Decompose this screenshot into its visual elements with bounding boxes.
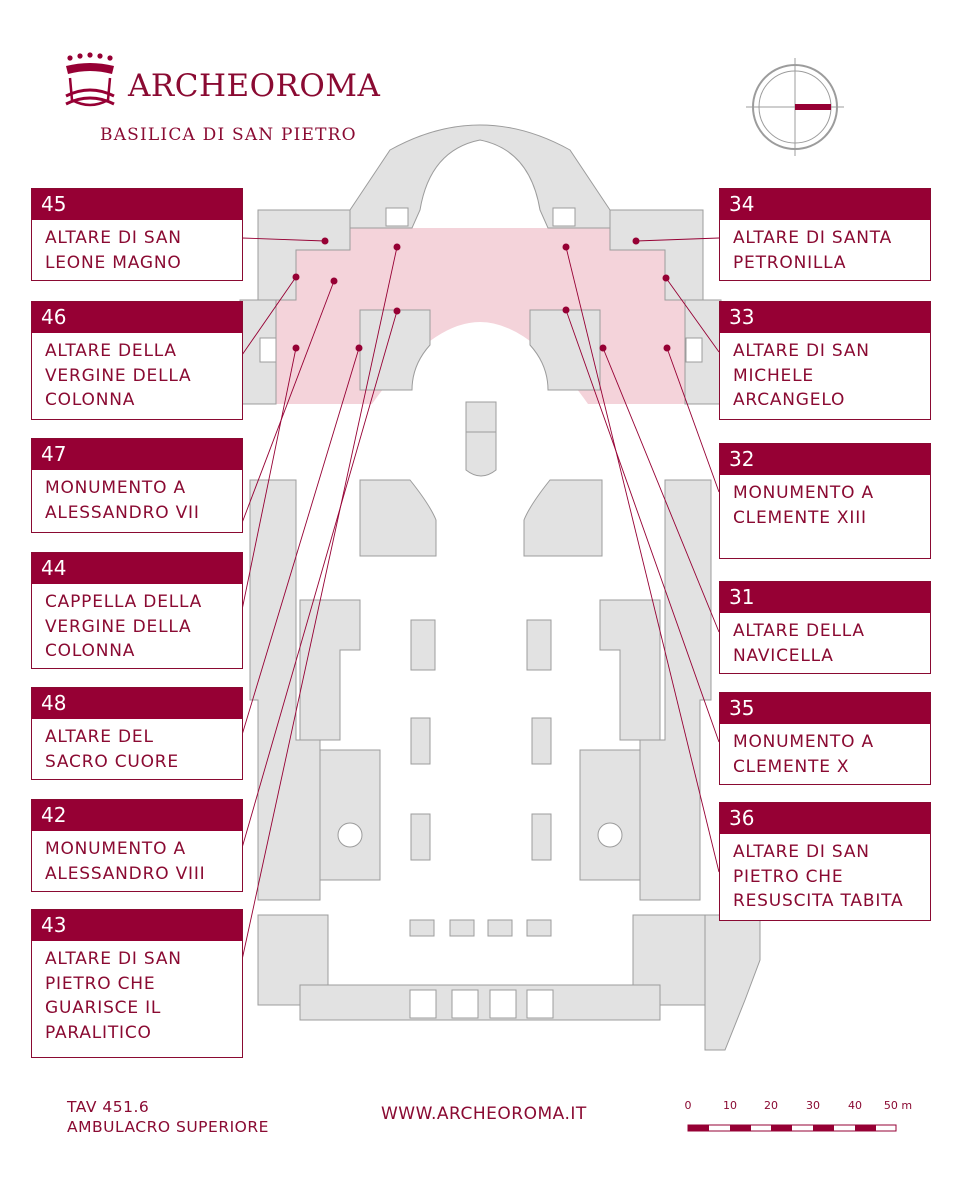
label-card: 44 CAPPELLA DELLA VERGINE DELLA COLONNA bbox=[31, 552, 243, 669]
label-text: MONUMENTO A CLEMENTE XIII bbox=[733, 483, 874, 528]
logo-crown-icon bbox=[65, 52, 115, 107]
label-number: 45 bbox=[32, 189, 242, 220]
label-card: 36 ALTARE DI SAN PIETRO CHE RESUSCITA TA… bbox=[719, 802, 931, 921]
leader-lines bbox=[241, 237, 720, 961]
label-card: 31 ALTARE DELLA NAVICELLA bbox=[719, 581, 931, 674]
scale-tick-label: 0 bbox=[684, 1099, 692, 1112]
facade-door bbox=[451, 989, 479, 1019]
apse-window bbox=[385, 207, 409, 227]
label-text: ALTARE DI SAN PIETRO CHE RESUSCITA TABIT… bbox=[733, 842, 904, 912]
label-card: 43 ALTARE DI SAN PIETRO CHE GUARISCE IL … bbox=[31, 909, 243, 1058]
nave-pillar bbox=[410, 619, 436, 671]
label-number: 33 bbox=[720, 302, 930, 333]
nave-pillar bbox=[410, 813, 431, 861]
level-name: AMBULACRO SUPERIORE bbox=[67, 1118, 269, 1136]
label-card: 47 MONUMENTO A ALESSANDRO VII bbox=[31, 438, 243, 533]
narthex-pillar bbox=[409, 919, 435, 937]
narthex-pillar bbox=[487, 919, 513, 937]
narthex-pillar bbox=[449, 919, 475, 937]
facade-wall bbox=[299, 984, 661, 1021]
label-number: 44 bbox=[32, 553, 242, 584]
nave-pillar bbox=[531, 717, 552, 765]
nave-pillar bbox=[526, 619, 552, 671]
label-number: 47 bbox=[32, 439, 242, 470]
label-card: 35 MONUMENTO A CLEMENTE X bbox=[719, 692, 931, 785]
label-number: 43 bbox=[32, 910, 242, 941]
scale-tick-label: 10 bbox=[723, 1099, 737, 1112]
label-card: 34 ALTARE DI SANTA PETRONILLA bbox=[719, 188, 931, 281]
plate-number: TAV 451.6 bbox=[67, 1098, 150, 1116]
south-stair-wall bbox=[704, 914, 761, 1051]
brand-title: ARCHEOROMA bbox=[128, 68, 381, 104]
compass-icon bbox=[746, 58, 844, 156]
north-chapel-wall bbox=[319, 749, 381, 881]
label-number: 31 bbox=[720, 582, 930, 613]
highlighted-zone bbox=[273, 228, 688, 404]
location-dots bbox=[292, 237, 671, 352]
label-text: ALTARE DELLA NAVICELLA bbox=[733, 621, 865, 666]
north-aisle-wall bbox=[299, 599, 361, 741]
label-text: ALTARE DEL SACRO CUORE bbox=[45, 727, 179, 772]
label-number: 32 bbox=[720, 444, 930, 475]
apse-window bbox=[552, 207, 576, 227]
label-text: MONUMENTO A ALESSANDRO VII bbox=[45, 478, 200, 523]
side-window bbox=[259, 337, 277, 363]
south-transept-wall bbox=[609, 209, 704, 301]
pier-se bbox=[359, 479, 437, 557]
label-text: ALTARE DI SANTA PETRONILLA bbox=[733, 228, 893, 273]
scale-tick-label: 20 bbox=[764, 1099, 778, 1112]
facade-door bbox=[409, 989, 437, 1019]
label-card: 45 ALTARE DI SAN LEONE MAGNO bbox=[31, 188, 243, 281]
label-number: 42 bbox=[32, 800, 242, 831]
facade-door bbox=[489, 989, 517, 1019]
side-window bbox=[685, 337, 703, 363]
altar-platform bbox=[465, 431, 497, 477]
label-number: 34 bbox=[720, 189, 930, 220]
chapel-niche bbox=[597, 822, 623, 848]
scale-bar bbox=[687, 1124, 897, 1132]
nave-pillar bbox=[410, 717, 431, 765]
label-text: ALTARE DI SAN PIETRO CHE GUARISCE IL PAR… bbox=[45, 949, 182, 1043]
label-number: 46 bbox=[32, 302, 242, 333]
nave-pillar bbox=[531, 813, 552, 861]
label-text: ALTARE DI SAN LEONE MAGNO bbox=[45, 228, 182, 273]
label-card: 48 ALTARE DEL SACRO CUORE bbox=[31, 687, 243, 780]
south-aisle-wall bbox=[599, 599, 661, 741]
label-card: 32 MONUMENTO A CLEMENTE XIII bbox=[719, 443, 931, 559]
apse-wall bbox=[349, 124, 611, 229]
scale-tick-label: 40 bbox=[848, 1099, 862, 1112]
label-text: ALTARE DI SAN MICHELE ARCANGELO bbox=[733, 341, 870, 411]
scale-tick-label: 30 bbox=[806, 1099, 820, 1112]
narthex-pillar bbox=[526, 919, 552, 937]
facade-door bbox=[526, 989, 554, 1019]
label-number: 35 bbox=[720, 693, 930, 724]
south-chapel-wall bbox=[579, 749, 641, 881]
scale-tick-label: 50 m bbox=[883, 1099, 913, 1112]
label-card: 42 MONUMENTO A ALESSANDRO VIII bbox=[31, 799, 243, 892]
pier-ne bbox=[359, 309, 431, 391]
pier-nw bbox=[529, 309, 601, 391]
chapel-niche bbox=[337, 822, 363, 848]
page-subtitle: BASILICA DI SAN PIETRO bbox=[100, 125, 357, 145]
label-text: ALTARE DELLA VERGINE DELLA COLONNA bbox=[45, 341, 192, 411]
label-text: CAPPELLA DELLA VERGINE DELLA COLONNA bbox=[45, 592, 203, 662]
label-number: 36 bbox=[720, 803, 930, 834]
label-number: 48 bbox=[32, 688, 242, 719]
confessio bbox=[465, 401, 497, 433]
label-text: MONUMENTO A CLEMENTE X bbox=[733, 732, 874, 777]
website-link[interactable]: WWW.ARCHEOROMA.IT bbox=[381, 1104, 587, 1124]
label-card: 33 ALTARE DI SAN MICHELE ARCANGELO bbox=[719, 301, 931, 420]
label-text: MONUMENTO A ALESSANDRO VIII bbox=[45, 839, 206, 884]
label-card: 46 ALTARE DELLA VERGINE DELLA COLONNA bbox=[31, 301, 243, 420]
pier-sw bbox=[523, 479, 603, 557]
